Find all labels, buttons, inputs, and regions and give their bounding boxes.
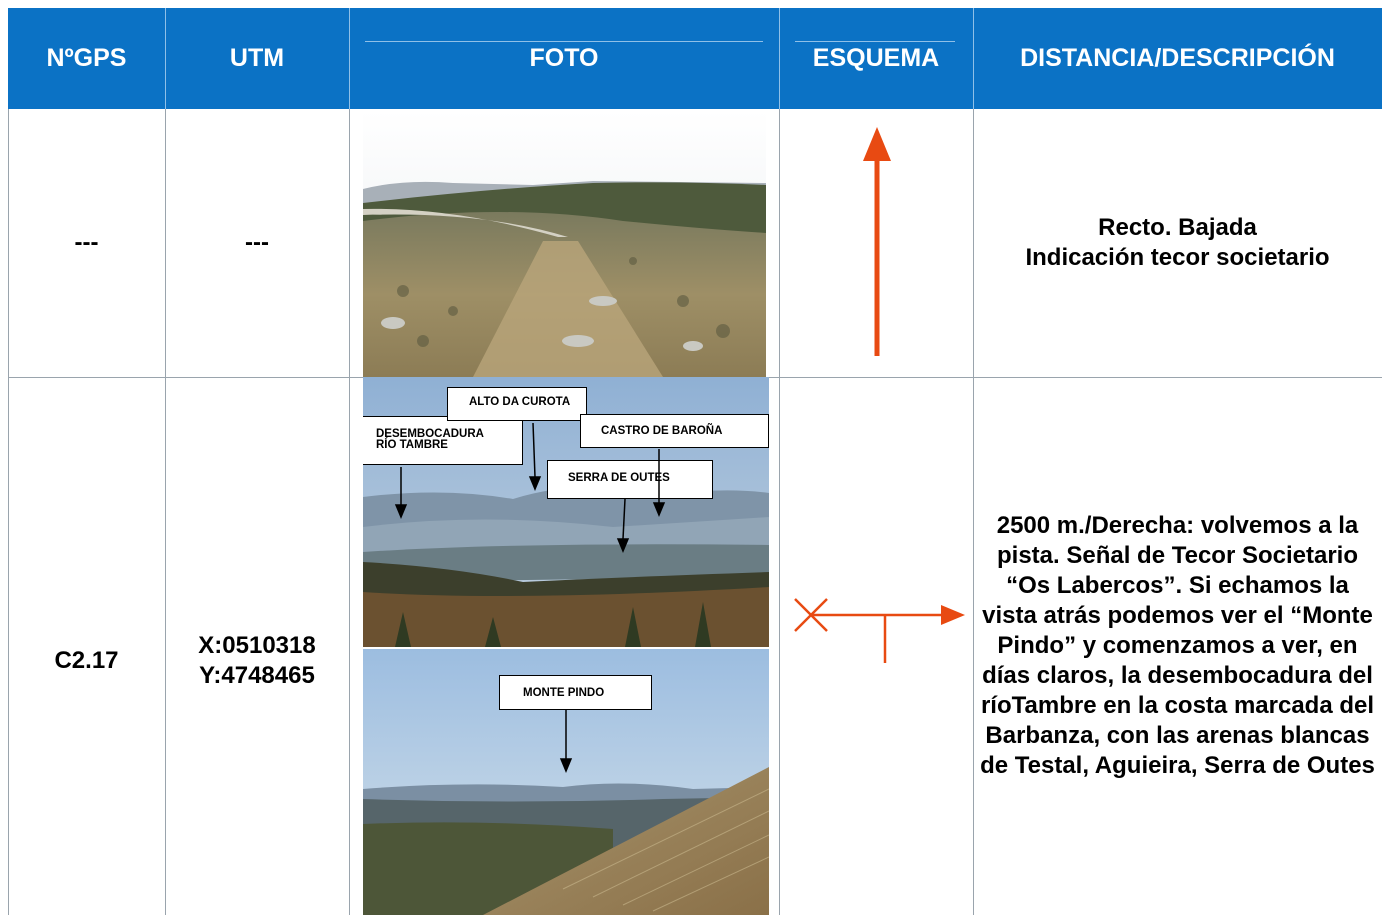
row1-description: Recto. Bajada Indicación tecor societari… — [973, 109, 1382, 377]
straight-up-arrow-icon — [863, 127, 891, 356]
header-divider — [165, 8, 166, 109]
table-header — [8, 8, 1382, 109]
grid-line — [973, 109, 974, 915]
header-divider — [349, 8, 350, 109]
row1-photo — [363, 111, 766, 377]
row1-description-line1: Recto. Bajada — [1098, 214, 1257, 241]
header-divider — [973, 8, 974, 109]
header-utm: UTM — [229, 44, 285, 72]
row2-description: 2500 m./Derecha: volvemos a la pista. Se… — [980, 512, 1375, 779]
row1-schema — [779, 109, 973, 377]
label-monte-pindo: MONTE PINDO — [499, 675, 652, 710]
header-rule — [795, 41, 955, 42]
grid-line — [349, 109, 350, 915]
label-serra-de-outes: SERRA DE OUTES — [547, 460, 713, 499]
grid-line — [8, 109, 9, 915]
row2-gps: C2.17 — [54, 647, 119, 674]
header-divider — [779, 8, 780, 109]
right-turn-arrow-icon — [794, 598, 965, 663]
grid-line — [779, 109, 780, 915]
header-distancia: DISTANCIA/DESCRIPCIÓN — [1020, 44, 1335, 72]
row1-utm: --- — [245, 229, 269, 256]
row1-description-line2: Indicación tecor societario — [1025, 244, 1330, 271]
row2-utm-x: X:0510318 — [198, 632, 316, 659]
grid-line — [165, 109, 166, 915]
label-castro-de-barona: CASTRO DE BAROÑA — [580, 414, 769, 448]
row2-utm: X:0510318 Y:4748465 — [165, 377, 349, 915]
header-rule — [365, 41, 763, 42]
row2-photo-bottom: MONTE PINDO — [363, 649, 769, 915]
row1-gps: --- — [74, 229, 99, 256]
header-gps: NºGPS — [46, 44, 127, 72]
header-esquema: ESQUEMA — [812, 44, 940, 72]
label-desembocadura: DESEMBOCADURA RÍO TAMBRE — [363, 416, 523, 465]
label-alto-da-curota: ALTO DA CUROTA — [447, 387, 587, 421]
header-foto: FOTO — [529, 44, 599, 72]
label-desembocadura-line1: DESEMBOCADURA — [376, 428, 484, 440]
label-desembocadura-line2: RÍO TAMBRE — [376, 439, 448, 451]
row2-utm-y: Y:4748465 — [199, 662, 315, 689]
row2-photo-top: DESEMBOCADURA RÍO TAMBRE ALTO DA CUROTA … — [363, 377, 769, 647]
row2-schema — [779, 377, 973, 915]
